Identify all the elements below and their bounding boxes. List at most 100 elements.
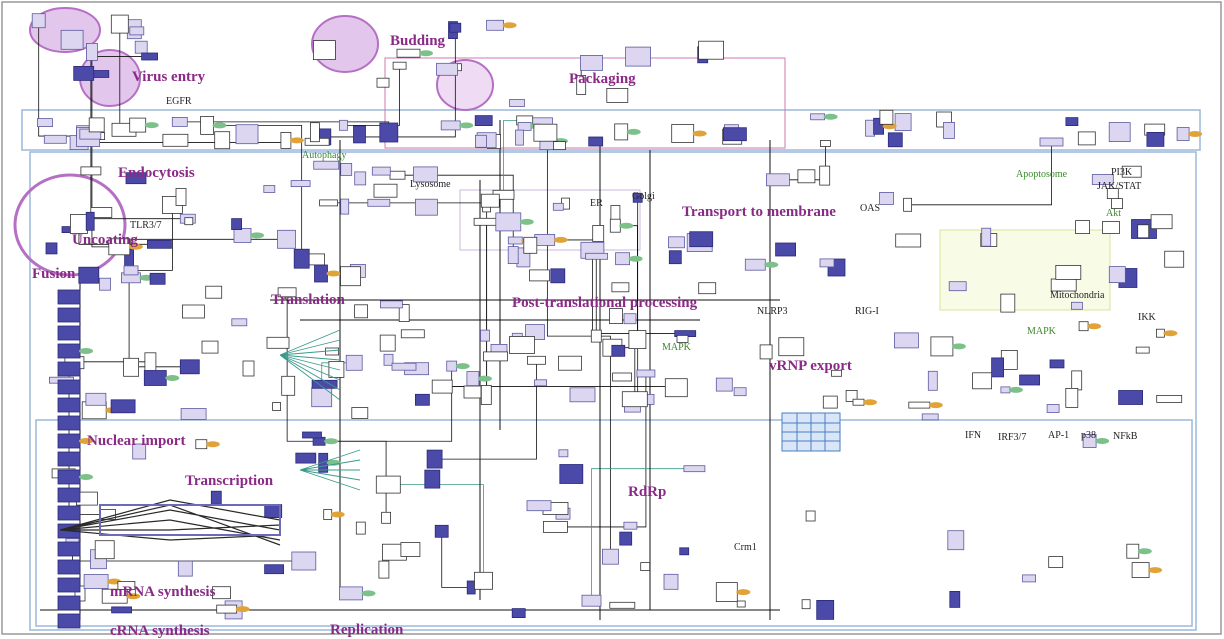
pathway-node <box>435 525 448 537</box>
pathway-node <box>591 330 601 342</box>
pathway-node <box>620 532 632 545</box>
pathway-node <box>593 226 604 242</box>
pathway-node <box>58 578 80 592</box>
pathway-node <box>1050 360 1064 368</box>
pathway-node <box>690 232 713 247</box>
pathway-node <box>415 394 429 405</box>
node-label-tlr37: TLR3/7 <box>130 221 162 231</box>
label-mrna-synthesis: mRNA synthesis <box>110 585 215 600</box>
pathway-node <box>356 522 365 534</box>
pathway-node <box>922 414 938 420</box>
node-label-egfr: EGFR <box>166 97 192 107</box>
pathway-node <box>86 393 106 405</box>
pathway-node <box>481 386 491 405</box>
pathway-node <box>211 491 221 504</box>
pathway-node <box>528 356 546 364</box>
pathway-node <box>70 215 87 234</box>
pathway-node <box>1119 391 1143 405</box>
pathway-node <box>1132 563 1149 578</box>
edge <box>287 292 319 441</box>
pathway-node <box>737 601 745 607</box>
pathway-node <box>559 450 568 457</box>
pathway-node <box>326 348 339 355</box>
protein-ellipse <box>478 376 492 382</box>
pathway-node <box>607 88 628 102</box>
uncoating-highlight <box>15 175 125 275</box>
pathway-node <box>944 122 955 138</box>
pathway-node <box>58 326 80 340</box>
pathway-node <box>392 363 416 370</box>
pathway-node <box>776 243 796 256</box>
pathway-node <box>948 531 964 550</box>
pathway-node <box>484 352 508 361</box>
protein-ellipse <box>952 343 966 349</box>
pathway-node <box>380 301 402 308</box>
protein-ellipse <box>1163 330 1177 336</box>
node-label-er: ER <box>590 199 603 209</box>
pathway-node <box>178 561 192 576</box>
pathway-node <box>374 184 397 197</box>
pathway-node <box>243 361 254 376</box>
pathway-node <box>79 267 99 283</box>
pathway-node <box>909 402 930 408</box>
pathway-node <box>798 170 815 183</box>
pathway-node <box>232 319 247 326</box>
pathway-node <box>432 380 452 393</box>
pathway-node <box>217 605 237 613</box>
pathway-node <box>734 388 746 396</box>
pathway-node <box>215 132 230 149</box>
pathway-node <box>196 440 207 449</box>
protein-ellipse <box>736 589 750 595</box>
pathway-node <box>510 100 525 107</box>
node-label-golgi: Golgi <box>632 192 655 202</box>
grid-table <box>782 413 840 451</box>
pathway-node <box>58 506 80 520</box>
pathway-node <box>582 595 601 606</box>
node-label-crm1: Crm1 <box>734 543 757 553</box>
pathway-node <box>716 583 737 602</box>
node-label-ap1: AP-1 <box>1048 431 1069 441</box>
pathway-node <box>265 565 284 574</box>
pathway-node <box>669 251 681 264</box>
label-transport-to-membrane: Transport to membrane <box>682 205 836 220</box>
pathway-node <box>61 30 83 49</box>
protein-ellipse <box>327 271 341 277</box>
pathway-node <box>58 614 80 628</box>
pathway-node <box>303 432 322 438</box>
node-label-akt: Akt <box>1106 209 1121 219</box>
pathway-node <box>172 117 187 126</box>
node-label-autophagy: Autophagy <box>302 151 346 161</box>
pathway-node <box>982 228 991 246</box>
pathway-node <box>551 269 565 283</box>
protein-ellipse <box>290 137 304 143</box>
pathway-node <box>624 314 636 324</box>
edge <box>329 203 487 209</box>
pathway-node <box>602 549 618 564</box>
pathway-node <box>553 142 565 150</box>
pathway-node <box>559 356 582 370</box>
pathway-node <box>58 398 80 412</box>
pathway-node <box>201 116 214 134</box>
pathway-node <box>475 116 492 126</box>
pathway-node <box>1109 267 1125 283</box>
pathway-node <box>1020 375 1040 385</box>
pathway-node <box>820 166 830 185</box>
pathway-node <box>95 541 114 559</box>
pathway-node <box>1151 215 1172 229</box>
pathway-node <box>111 400 135 413</box>
pathway-node <box>145 353 156 371</box>
pathway-node <box>58 560 80 574</box>
label-uncoating: Uncoating <box>72 233 138 248</box>
pathway-node <box>58 416 80 430</box>
protein-ellipse <box>627 129 641 135</box>
pathway-node <box>84 575 108 589</box>
protein-ellipse <box>520 219 534 225</box>
pathway-node <box>928 371 937 390</box>
protein-ellipse <box>236 606 250 612</box>
pathway-node <box>273 403 281 411</box>
pathway-node <box>949 282 966 291</box>
pathway-node <box>467 581 475 594</box>
pathway-node <box>992 358 1004 377</box>
pathway-node <box>234 228 251 242</box>
pathway-node <box>401 543 420 557</box>
